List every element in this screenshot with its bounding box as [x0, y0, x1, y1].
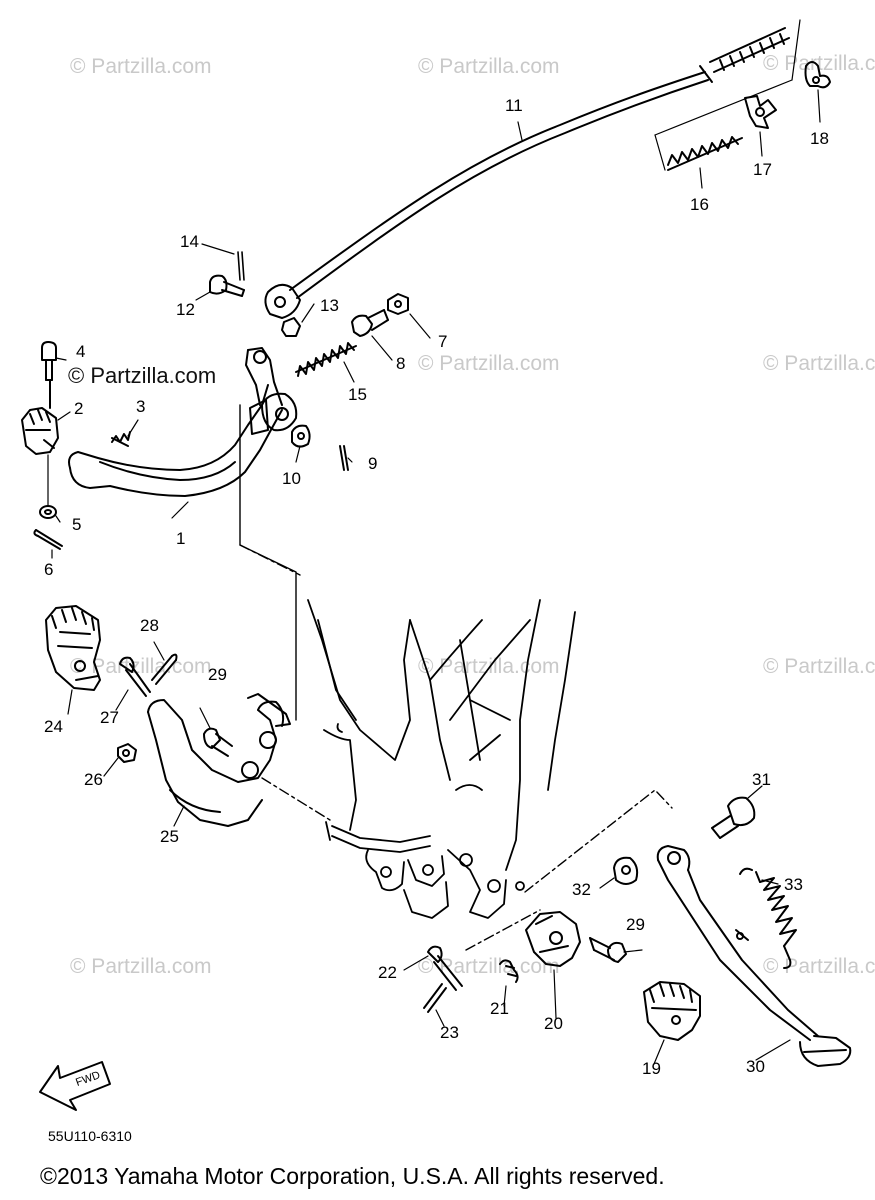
- callout-16: 16: [690, 195, 709, 214]
- leader-lines: [51, 89, 821, 1065]
- side-stand-30: [656, 845, 852, 1067]
- spring-3: [111, 431, 131, 447]
- callout-19: 19: [642, 1059, 661, 1078]
- callout-2: 2: [74, 399, 84, 418]
- watermark-overlay: © Partzilla.com: [68, 363, 217, 388]
- callout-24: 24: [44, 717, 63, 736]
- nut-26: [117, 743, 137, 763]
- callout-12: 12: [176, 300, 195, 319]
- watermark: © Partzilla.com: [418, 655, 560, 678]
- pin-14: [237, 251, 245, 281]
- watermark: © Partzilla.com: [763, 352, 875, 375]
- footrest-bracket-25: [147, 693, 291, 827]
- washer-10: [291, 424, 311, 448]
- callout-33: 33: [784, 875, 803, 894]
- copyright-text: ©2013 Yamaha Motor Corporation, U.S.A. A…: [40, 1163, 665, 1189]
- watermark: © Partzilla.com: [763, 655, 875, 678]
- callout-28: 28: [140, 616, 159, 635]
- callout-6: 6: [44, 560, 54, 579]
- wing-nut-18: [804, 61, 831, 89]
- callout-25: 25: [160, 827, 179, 846]
- callout-9: 9: [368, 454, 378, 473]
- bolt-29: [199, 707, 233, 757]
- callout-8: 8: [396, 354, 406, 373]
- callout-7: 7: [438, 332, 448, 351]
- fwd-arrow-icon: FWD: [39, 1061, 111, 1111]
- fwd-label: FWD: [74, 1069, 102, 1089]
- spring-21: [499, 959, 519, 983]
- callout-27: 27: [100, 708, 119, 727]
- spring-15: [295, 342, 357, 377]
- callout-29: 29: [208, 665, 227, 684]
- bolt-29: [589, 937, 627, 963]
- callout-17: 17: [753, 160, 772, 179]
- footrest-19: [643, 981, 701, 1041]
- footrest-24: [45, 605, 101, 691]
- washer-5: [39, 454, 57, 519]
- callout-26: 26: [84, 770, 103, 789]
- bolt-8: [351, 309, 389, 337]
- spring-16: [667, 136, 743, 171]
- callout-31: 31: [752, 770, 771, 789]
- callout-29: 29: [626, 915, 645, 934]
- cotter-pin-28: [151, 653, 178, 685]
- brake-pedal: [68, 347, 298, 497]
- pin-27: [119, 656, 151, 697]
- callout-23: 23: [440, 1023, 459, 1042]
- callout-30: 30: [746, 1057, 765, 1076]
- callout-14: 14: [180, 232, 199, 251]
- brake-rod: [264, 27, 790, 319]
- frame-outline: [239, 404, 673, 951]
- cotter-pin-23: [423, 983, 447, 1013]
- watermark: © Partzilla.com: [763, 52, 875, 75]
- bolt-4: [41, 341, 57, 409]
- footrest-bracket-20: [525, 911, 581, 967]
- watermark: © Partzilla.com: [418, 352, 560, 375]
- callout-32: 32: [572, 880, 591, 899]
- watermark: © Partzilla.com: [70, 55, 212, 78]
- pedal-tip-2: [21, 407, 59, 455]
- callout-13: 13: [320, 296, 339, 315]
- spring-33: [739, 867, 797, 969]
- adjust-nut-17: [744, 95, 777, 129]
- pin-22: [427, 945, 463, 991]
- callout-3: 3: [136, 397, 146, 416]
- callout-11: 11: [505, 96, 523, 115]
- parts-bracket: [654, 19, 801, 171]
- part-code: 55U110-6310: [48, 1128, 132, 1144]
- callout-22: 22: [378, 963, 397, 982]
- callout-21: 21: [490, 999, 509, 1018]
- callout-15: 15: [348, 385, 367, 404]
- callout-1: 1: [176, 529, 186, 548]
- cotter-pin-6: [33, 529, 63, 550]
- watermark: © Partzilla.com: [418, 955, 560, 978]
- nut-7: [387, 293, 409, 315]
- stand-bolt-31: [711, 796, 756, 839]
- watermark: © Partzilla.com: [418, 55, 560, 78]
- callout-18: 18: [810, 129, 829, 148]
- callout-10: 10: [282, 469, 301, 488]
- watermark: © Partzilla.com: [70, 955, 212, 978]
- callout-20: 20: [544, 1014, 563, 1033]
- callout-4: 4: [76, 342, 86, 361]
- collar-32: [613, 856, 639, 885]
- callout-5: 5: [72, 515, 82, 534]
- nut-13: [281, 317, 301, 337]
- frame: [307, 599, 576, 919]
- cotter-pin-9: [339, 445, 349, 471]
- bolt-12: [209, 274, 245, 297]
